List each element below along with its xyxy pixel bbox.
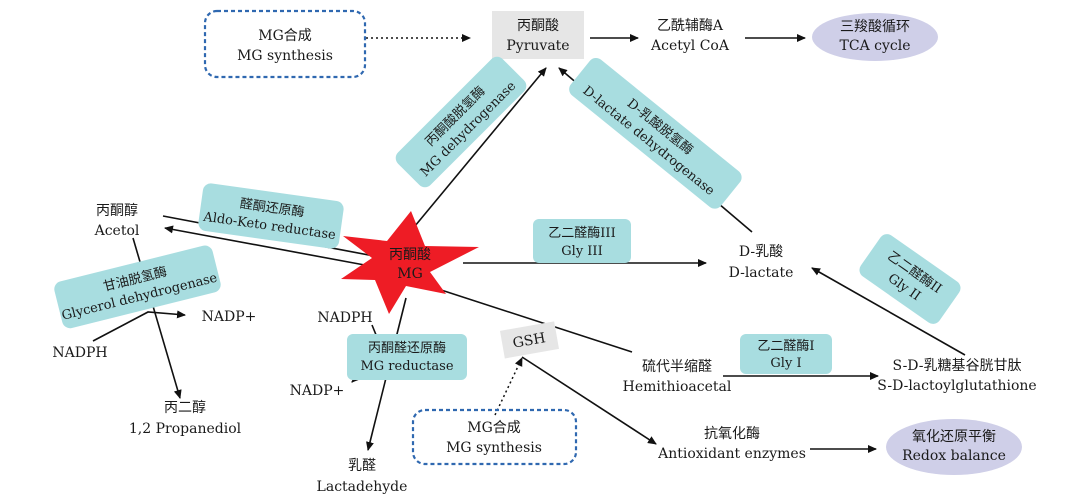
enzyme-gly1-en: Gly I <box>770 356 801 371</box>
arrow-nadph-to-nadp-left <box>92 310 186 342</box>
redox-zh: 氧化还原平衡 <box>912 429 996 445</box>
acetyl-coa-en: Acetyl CoA <box>650 38 730 54</box>
antioxidant-en: Antioxidant enzymes <box>657 446 806 462</box>
d-lactate-zh: D-乳酸 <box>739 244 783 260</box>
enzyme-box-mg-reductase <box>347 334 467 380</box>
tca-ellipse <box>812 13 938 61</box>
enzyme-gly3-en: Gly III <box>561 244 602 259</box>
enzyme-box-gly1 <box>740 334 832 374</box>
acetol-en: Acetol <box>94 223 140 239</box>
tca-en: TCA cycle <box>840 38 911 54</box>
lactaldehyde-en: Lactadehyde <box>317 479 408 495</box>
enzyme-box-gly2 <box>859 234 961 324</box>
nadph-left: NADPH <box>52 345 107 361</box>
propanediol-en: 1,2 Propanediol <box>129 421 242 437</box>
enzyme-box-glycerol-dehydrogenase <box>54 245 221 329</box>
enzyme-box-mg-dehydrogenase <box>395 56 527 188</box>
enzyme-gly3-zh: 乙二醛酶III <box>548 225 615 241</box>
d-lactate-en: D-lactate <box>729 265 794 281</box>
arrow-mg-to-acetol <box>164 225 371 267</box>
pyruvate-en: Pyruvate <box>506 38 569 54</box>
arrow-mg-to-hemithioacetal <box>434 287 633 353</box>
mg-synthesis-top-en: MG synthesis <box>237 48 333 64</box>
lactaldehyde-zh: 乳醛 <box>348 458 376 474</box>
mg-synthesis-bottom-box <box>411 408 578 466</box>
redox-en: Redox balance <box>902 448 1006 464</box>
nadph-mid: NADPH <box>317 310 372 326</box>
enzyme-box-gly3 <box>533 219 631 263</box>
nadp-left: NADP+ <box>202 309 257 325</box>
arrow-mg-synthesis-to-gsh <box>494 357 523 416</box>
lactoylglutathione-zh: S-D-乳糖基谷胱甘肽 <box>892 357 1021 374</box>
acetyl-coa-zh: 乙酰辅酶A <box>657 18 724 34</box>
acetol-zh: 丙酮醇 <box>96 202 138 219</box>
enzyme-mg-reductase-en: MG reductase <box>360 359 453 374</box>
mg-synthesis-top-box <box>203 9 367 79</box>
arrows <box>92 34 966 453</box>
mg-synthesis-bottom-zh: MG合成 <box>467 420 521 436</box>
pyruvate-zh: 丙酮酸 <box>517 18 559 34</box>
mg-star <box>341 211 479 314</box>
mg-synthesis-bottom-en: MG synthesis <box>446 440 542 456</box>
mg-zh: 丙酮酸 <box>389 247 431 263</box>
enzyme-box-d-lactate-dehydrogenase <box>569 57 742 209</box>
redox-ellipse <box>886 419 1022 475</box>
antioxidant-zh: 抗氧化酶 <box>704 426 760 442</box>
enzyme-mg-reductase-zh: 丙酮醛还原酶 <box>368 340 446 356</box>
gsh-label: GSH <box>512 330 547 351</box>
hemithioacetal-en: Hemithioacetal <box>623 379 732 395</box>
gsh-box <box>499 321 560 359</box>
propanediol-zh: 丙二醇 <box>164 399 206 416</box>
pyruvate-box <box>492 11 584 59</box>
arrow-gsh-to-antioxidant <box>521 356 657 445</box>
enzyme-gly1-zh: 乙二醛酶I <box>757 338 814 354</box>
arrow-lactoylglutathione-to-d-lactate <box>811 267 966 356</box>
tca-zh: 三羧酸循环 <box>840 19 910 35</box>
lactoylglutathione-en: S-D-lactoylglutathione <box>877 378 1036 394</box>
arrow-mg-to-pyruvate <box>409 67 547 233</box>
mg-en: MG <box>397 266 423 282</box>
mg-synthesis-top-zh: MG合成 <box>258 28 312 44</box>
hemithioacetal-zh: 硫代半缩醛 <box>642 359 712 375</box>
nadp-mid: NADP+ <box>290 383 345 399</box>
enzyme-box-aldo-keto <box>198 183 344 249</box>
